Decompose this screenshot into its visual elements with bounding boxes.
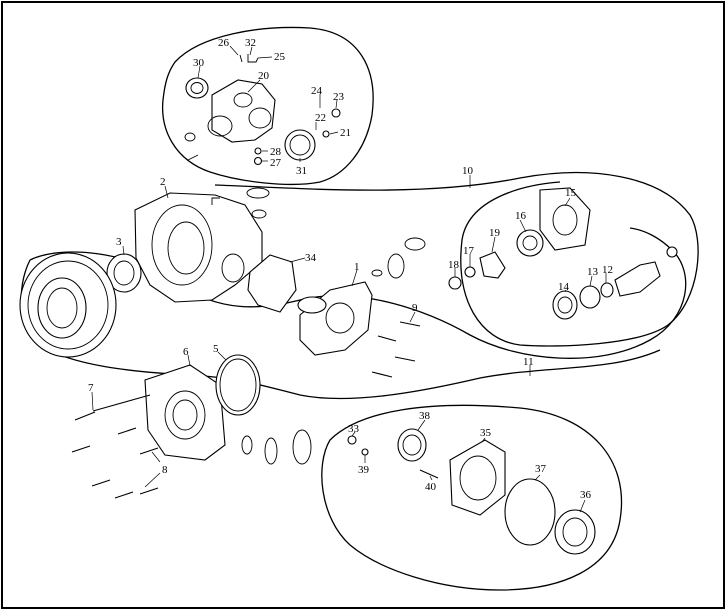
bearing-13 xyxy=(579,285,601,309)
gasket-ring xyxy=(246,187,270,199)
callout-19: 19 xyxy=(489,227,501,239)
callout-27: 27 xyxy=(270,157,282,169)
seal-14 xyxy=(552,290,578,320)
seal-31 xyxy=(284,129,316,161)
carrier-35 xyxy=(449,439,506,516)
washer-28 xyxy=(254,147,262,155)
nut-21 xyxy=(322,130,330,138)
callout-36: 36 xyxy=(580,489,592,501)
nut-23 xyxy=(331,108,341,118)
callout-33: 33 xyxy=(348,423,360,435)
o-ring-5 xyxy=(215,354,261,416)
callout-5: 5 xyxy=(213,343,219,355)
seal-36 xyxy=(554,509,596,555)
callout-2: 2 xyxy=(160,176,166,188)
callout-18: 18 xyxy=(448,259,460,271)
callout-7: 7 xyxy=(88,382,94,394)
callout-22: 22 xyxy=(315,112,326,124)
washer-17 xyxy=(464,266,476,278)
callout-13: 13 xyxy=(587,266,599,278)
group-outline-bottom xyxy=(321,404,623,591)
group-outline-top xyxy=(161,26,374,186)
callout-31: 31 xyxy=(296,165,307,177)
callout-21: 21 xyxy=(340,127,351,139)
callout-23: 23 xyxy=(333,91,345,103)
leader-lines xyxy=(91,45,607,513)
ring-12 xyxy=(600,282,614,298)
callout-14: 14 xyxy=(558,281,570,293)
callout-1: 1 xyxy=(354,261,360,273)
callout-28: 28 xyxy=(270,146,282,158)
seal-38 xyxy=(397,428,427,462)
o-ring-37 xyxy=(504,478,556,546)
callout-8: 8 xyxy=(162,464,168,476)
callout-3: 3 xyxy=(116,236,122,248)
callout-11: 11 xyxy=(523,356,534,368)
callout-24: 24 xyxy=(311,85,323,97)
housing-20 xyxy=(211,79,276,143)
callout-35: 35 xyxy=(480,427,492,439)
callout-37: 37 xyxy=(535,463,547,475)
callout-39: 39 xyxy=(358,464,370,476)
cover-6 xyxy=(144,364,226,461)
callout-25: 25 xyxy=(274,51,286,63)
pinion-shaft xyxy=(614,261,661,297)
callout-16: 16 xyxy=(515,210,527,222)
washer-39 xyxy=(361,448,369,456)
nut-18 xyxy=(448,276,462,290)
seal-30 xyxy=(185,77,209,99)
main-housing-2 xyxy=(134,192,263,303)
callout-labels: 26 32 25 30 20 24 23 22 21 28 27 31 10 2… xyxy=(88,37,613,501)
bolts-7 xyxy=(74,394,151,421)
callout-15: 15 xyxy=(565,187,577,199)
pin-40 xyxy=(419,469,439,479)
nut-27 xyxy=(253,156,263,166)
bolts-9 xyxy=(371,321,421,378)
callout-30: 30 xyxy=(193,57,205,69)
callout-40: 40 xyxy=(425,481,437,493)
flange-19 xyxy=(479,251,506,279)
bolts-8 xyxy=(71,427,159,499)
gasket-34 xyxy=(247,254,297,313)
callout-6: 6 xyxy=(183,346,189,358)
callout-34: 34 xyxy=(305,252,317,264)
bracket-15 xyxy=(539,187,591,251)
callout-26: 26 xyxy=(218,37,230,49)
callout-32: 32 xyxy=(245,37,256,49)
callout-12: 12 xyxy=(602,264,613,276)
bolt-33 xyxy=(347,435,357,445)
clip-25 xyxy=(239,54,259,63)
group-outline-right xyxy=(214,172,699,347)
bearing-16 xyxy=(516,229,544,257)
callout-20: 20 xyxy=(258,70,270,82)
callout-10: 10 xyxy=(462,165,474,177)
callout-38: 38 xyxy=(419,410,431,422)
flange-1 xyxy=(299,281,373,356)
callout-17: 17 xyxy=(463,245,475,257)
callout-9: 9 xyxy=(412,302,418,314)
